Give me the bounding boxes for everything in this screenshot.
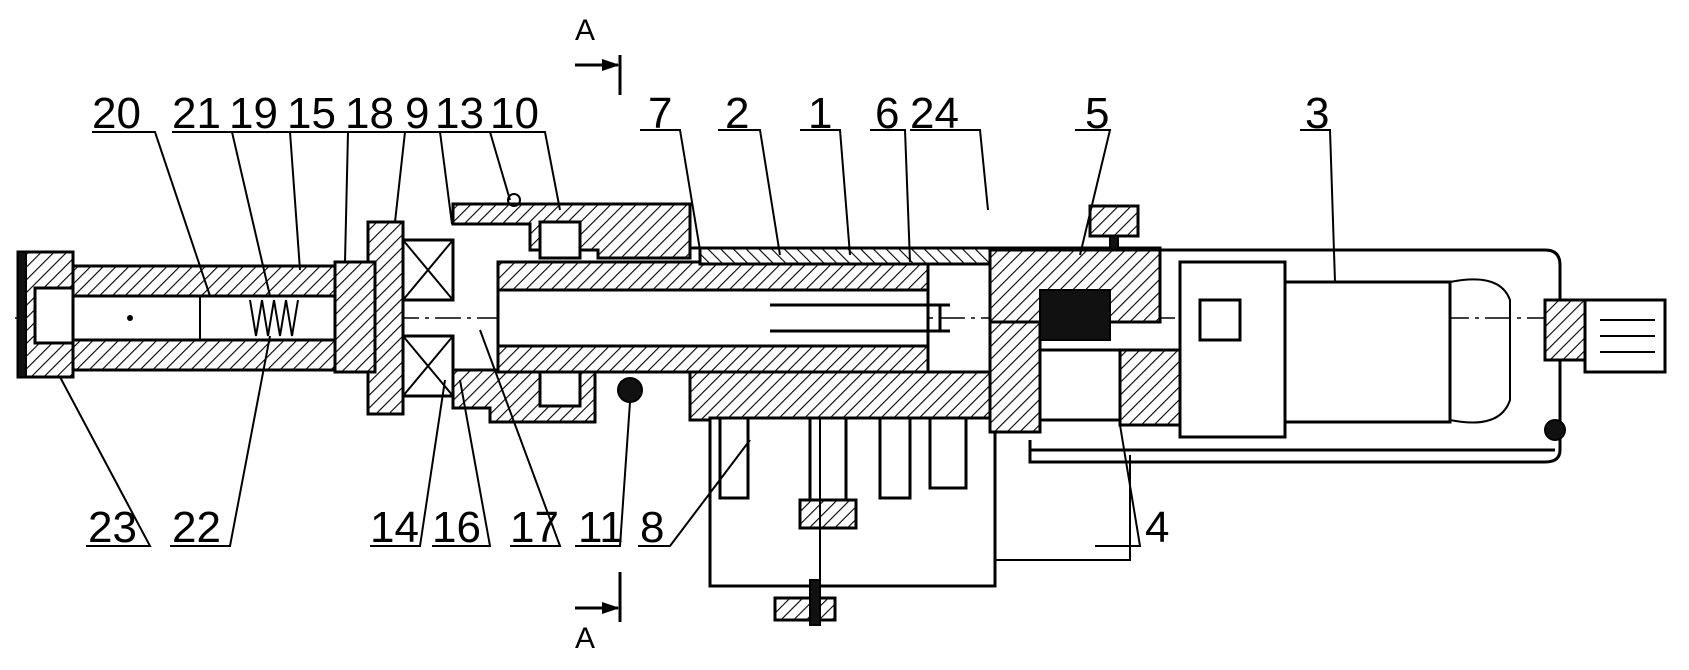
labels-bottom: 23 22 14 16 17 11 8 4: [88, 503, 1169, 552]
gear-block: [988, 204, 1202, 434]
leader-lines: [92, 129, 1336, 297]
label-9: 9: [405, 89, 429, 138]
label-2: 2: [725, 89, 749, 138]
label-10: 10: [490, 89, 539, 138]
label-20: 20: [92, 89, 141, 138]
label-15: 15: [287, 89, 336, 138]
front-tube: [71, 264, 370, 372]
label-18: 18: [345, 89, 394, 138]
main-shaft: [496, 260, 950, 374]
label-4: 4: [1145, 503, 1169, 552]
label-21: 21: [172, 89, 221, 138]
section-letter-bottom: A: [575, 622, 595, 655]
section-mark-top: A: [575, 14, 622, 95]
section-letter-top: A: [575, 14, 595, 47]
label-14: 14: [370, 503, 419, 552]
label-3: 3: [1305, 89, 1329, 138]
label-24: 24: [910, 89, 959, 138]
labels-top: 20 21 19 15 18 9 13 10 7 2 1 6 24 5 3: [92, 89, 1329, 138]
flange-block: [451, 193, 692, 424]
label-5: 5: [1085, 89, 1109, 138]
end-cap: [16, 250, 75, 379]
label-13: 13: [435, 89, 484, 138]
label-17: 17: [510, 503, 559, 552]
outer-housing: [688, 246, 992, 422]
motor-housing: [990, 248, 1562, 464]
label-11: 11: [578, 503, 624, 552]
label-6: 6: [875, 89, 899, 138]
lower-bracket: [617, 377, 997, 626]
bearing-housing: [333, 220, 455, 416]
label-7: 7: [648, 89, 672, 138]
label-23: 23: [88, 503, 137, 552]
label-16: 16: [432, 503, 481, 552]
label-22: 22: [172, 503, 221, 552]
leader-lines-bottom: [59, 329, 1142, 561]
spring: [249, 299, 299, 337]
label-19: 19: [229, 89, 278, 138]
connector-plug: [1543, 298, 1667, 441]
label-8: 8: [640, 503, 664, 552]
section-mark-bottom: A: [575, 572, 622, 655]
label-1: 1: [808, 89, 832, 138]
